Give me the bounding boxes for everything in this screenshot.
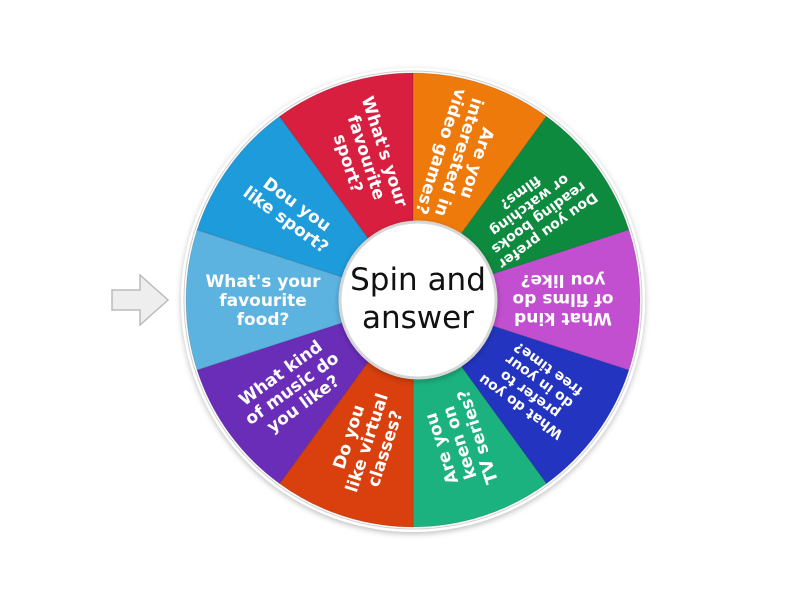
segment-label-line: favourite [219, 291, 307, 311]
wheel-segments [185, 72, 641, 528]
center-title-line2: answer [362, 300, 474, 336]
wheel-rim-border [183, 70, 643, 530]
segment-label-line: What's your [206, 272, 322, 292]
segment-label-line: of films do [512, 289, 613, 309]
center-hub[interactable] [338, 220, 498, 380]
segment-label-line: food? [237, 310, 290, 330]
center-title-line1: Spin and [350, 262, 486, 298]
segment-label-line: you like? [521, 270, 606, 290]
arrow-right-icon [111, 273, 170, 327]
segment-label-line: What kind [514, 308, 612, 328]
